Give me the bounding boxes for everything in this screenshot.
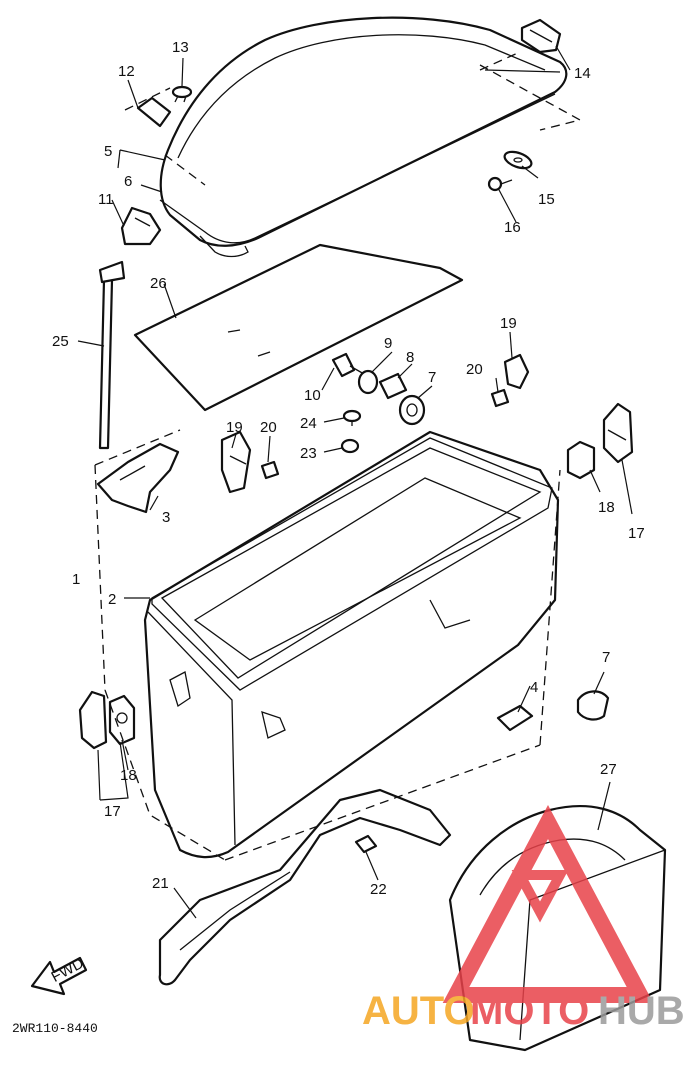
callout-12: 12 [118, 63, 135, 80]
callout-16: 16 [504, 219, 521, 236]
callout-5: 5 [104, 143, 112, 160]
washer-9 [357, 369, 379, 395]
callout-20-right: 20 [466, 361, 483, 378]
callout-7-lower: 7 [602, 649, 610, 666]
watermark-auto: AUTO [362, 989, 475, 1033]
callout-labels: 1 2 3 4 5 6 7 7 8 9 10 11 12 13 14 15 16… [52, 39, 645, 898]
callout-7-top: 7 [428, 369, 436, 386]
callout-19-left: 19 [226, 419, 243, 436]
bracket-19-right [503, 353, 530, 390]
washer-15 [503, 150, 533, 170]
strap-25 [98, 260, 126, 450]
nut-20-right [490, 388, 510, 408]
callout-15: 15 [538, 191, 555, 208]
callout-13: 13 [172, 39, 189, 56]
latch-17-left [78, 690, 108, 750]
fwd-arrow: FWD [30, 955, 88, 996]
callout-4: 4 [530, 679, 538, 696]
bolt-24 [342, 409, 362, 426]
mount-rail-21 [158, 788, 452, 986]
leader-lines [77, 45, 633, 919]
callout-20-left: 20 [260, 419, 277, 436]
callout-10: 10 [304, 387, 321, 404]
latch-bracket-11 [120, 206, 162, 246]
nut-20-left [260, 460, 280, 480]
callout-6: 6 [124, 173, 132, 190]
hinge-right [520, 18, 562, 54]
callout-23: 23 [300, 445, 317, 462]
callout-25: 25 [52, 333, 69, 350]
washer-23 [340, 438, 360, 454]
callout-9: 9 [384, 335, 392, 352]
callout-17-right: 17 [628, 525, 645, 542]
mount-bracket-3 [96, 442, 180, 514]
callout-18-right: 18 [598, 499, 615, 516]
screw-16 [487, 176, 513, 192]
callout-24: 24 [300, 415, 317, 432]
assembly-outline-1 [94, 429, 561, 861]
callout-26: 26 [150, 275, 167, 292]
latch-plate-18-left [108, 694, 136, 746]
callout-21: 21 [152, 875, 169, 892]
callout-1: 1 [72, 571, 80, 588]
collar-8 [378, 372, 408, 400]
callout-11: 11 [98, 191, 114, 208]
diagram-code: 2WR110-8440 [12, 1021, 98, 1036]
watermark-logo: AUTO MOTO HUB [362, 804, 685, 1033]
inner-panel-26 [133, 243, 464, 412]
callout-3: 3 [162, 509, 170, 526]
case-body-2 [143, 430, 560, 859]
watermark-moto: MOTO [470, 989, 589, 1033]
callout-22: 22 [370, 881, 387, 898]
screw-13 [171, 85, 193, 103]
callout-27: 27 [600, 761, 617, 778]
lid-outline [124, 64, 582, 186]
callout-18-left: 18 [120, 767, 137, 784]
bracket-19-left [220, 430, 252, 494]
lid-cover [159, 16, 568, 258]
callout-19-right: 19 [500, 315, 517, 332]
fwd-label: FWD [48, 955, 86, 986]
cushion-4 [496, 704, 534, 732]
bolt-10 [331, 352, 365, 378]
cushion-12 [136, 96, 172, 128]
rubber-22 [354, 834, 378, 854]
latch-17-right [602, 402, 634, 464]
callout-14: 14 [574, 65, 591, 82]
grommet-7-lower [576, 690, 610, 721]
callout-2: 2 [108, 591, 116, 608]
callout-8: 8 [406, 349, 414, 366]
grommet-7-top [398, 394, 426, 426]
callout-17-left: 17 [104, 803, 121, 820]
latch-plate-18-right [566, 440, 596, 480]
watermark-hub: HUB [598, 989, 685, 1033]
